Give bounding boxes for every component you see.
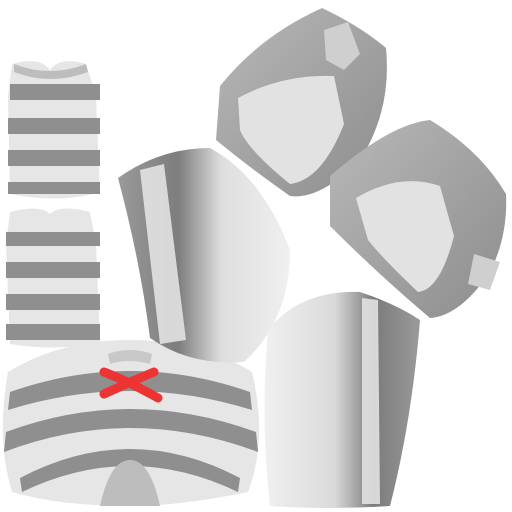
shoulder-piece-lower-island — [330, 120, 507, 318]
front-torso-island — [8, 61, 100, 199]
side-panel-right-island — [264, 291, 420, 508]
bottom-cap-island — [2, 340, 260, 506]
side-panel-left-island — [118, 148, 290, 363]
shoulder-piece-upper-island — [216, 8, 387, 197]
cross-mark-icon — [99, 367, 163, 403]
back-torso-island — [6, 208, 100, 348]
